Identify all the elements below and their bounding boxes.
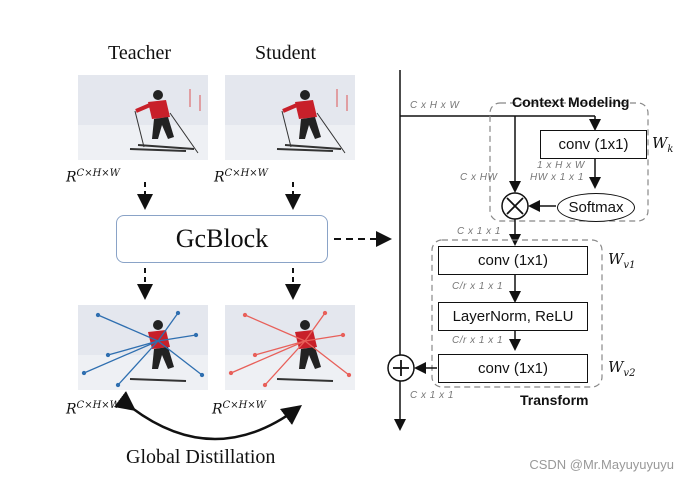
conv-v2-box: conv (1x1)	[438, 354, 588, 383]
teacher-image	[78, 75, 208, 160]
watermark: CSDN @Mr.Mayuyuyuyu	[529, 457, 674, 472]
dims-cr11-b-label: C/r x 1 x 1	[452, 335, 504, 346]
student-feature-label: RC×H×W	[214, 168, 268, 186]
transform-title: Transform	[520, 392, 589, 408]
layernorm-label: LayerNorm, ReLU	[452, 308, 574, 325]
teacher-feature-label: RC×H×W	[66, 168, 120, 186]
conv-v1-label: conv (1x1)	[477, 252, 549, 269]
dims-c11-b-label: C x 1 x 1	[410, 390, 454, 401]
student-relation-image	[225, 305, 355, 390]
wk-symbol: Wk	[652, 134, 674, 155]
gcblock-box: GcBlock	[116, 215, 328, 263]
conv-k-label: conv (1x1)	[558, 136, 629, 153]
student-image	[225, 75, 355, 160]
wv1-symbol: Wv1	[608, 250, 636, 271]
layernorm-box: LayerNorm, ReLU	[438, 302, 588, 331]
softmax-label: Softmax	[568, 199, 624, 216]
teacher-label: Teacher	[108, 42, 171, 64]
skier-illustration	[78, 75, 208, 160]
dims-cr11-a-label: C/r x 1 x 1	[452, 281, 504, 292]
transform-region	[431, 239, 603, 388]
context-modeling-region	[489, 102, 649, 222]
dims-chw-label: C x HW	[460, 172, 498, 183]
distillation-curve-arrow	[113, 391, 303, 441]
skier-illustration	[225, 75, 355, 160]
conv-k-box: conv (1x1)	[540, 130, 647, 159]
dims-hw11-label: HW x 1 x 1	[530, 172, 584, 183]
teacher-feature-label-bottom: RC×H×W	[66, 400, 120, 418]
times-icon	[506, 197, 524, 215]
conv-v2-label: conv (1x1)	[477, 360, 549, 377]
student-label: Student	[255, 42, 317, 64]
teacher-relation-image	[78, 305, 208, 390]
context-modeling-title: Context Modeling	[512, 94, 630, 110]
dims-1hw-label: 1 x H x W	[537, 160, 585, 171]
conv-v1-box: conv (1x1)	[438, 246, 588, 275]
global-distillation-label: Global Distillation	[126, 446, 276, 468]
student-relation-graph	[225, 305, 355, 390]
wv2-symbol: Wv2	[608, 358, 636, 379]
softmax-node: Softmax	[557, 193, 635, 222]
teacher-relation-graph	[78, 305, 208, 390]
dims-c11-a-label: C x 1 x 1	[457, 226, 501, 237]
input-dims-label: C x H x W	[410, 100, 460, 111]
gcblock-label: GcBlock	[175, 224, 269, 253]
